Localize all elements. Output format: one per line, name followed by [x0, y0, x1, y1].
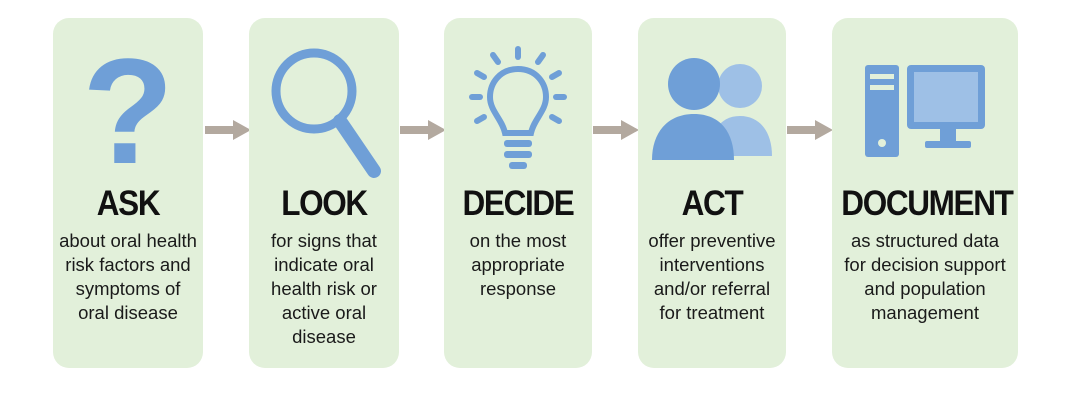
step-title: DOCUMENT	[841, 184, 1014, 223]
arrow-icon	[205, 120, 251, 140]
computer-icon	[865, 64, 985, 157]
svg-text:?: ?	[88, 51, 168, 171]
step-description: about oral health risk factors and sympt…	[59, 230, 197, 323]
icon-container	[832, 38, 1018, 183]
step-look: LOOK for signs that indicate oral health…	[249, 18, 399, 368]
step-ask: ? ASK about oral health risk factors and…	[53, 18, 203, 368]
icon-container	[638, 38, 786, 183]
step-decide: DECIDE on the most appropriate response	[444, 18, 592, 368]
icon-container	[444, 38, 592, 183]
step-document: DOCUMENT as structured data for decision…	[832, 18, 1018, 368]
magnifying-glass-icon	[271, 48, 381, 178]
arrow-icon	[400, 120, 446, 140]
lightbulb-icon	[469, 45, 567, 169]
icon-container	[249, 38, 399, 183]
step-title: ASK	[96, 184, 161, 223]
step-title: ACT	[681, 184, 744, 223]
step-title: LOOK	[281, 184, 368, 223]
step-description: offer preventive interventions and/or re…	[648, 230, 776, 323]
arrow-icon	[787, 120, 833, 140]
step-act: ACT offer preventive interventions and/o…	[638, 18, 786, 368]
icon-container: ?	[53, 38, 203, 183]
step-description: as structured data for decision support …	[844, 230, 1006, 323]
step-description: on the most appropriate response	[469, 230, 567, 299]
question-mark-icon: ?	[88, 51, 168, 171]
step-description: for signs that indicate oral health risk…	[271, 230, 377, 347]
step-title: DECIDE	[462, 184, 575, 223]
arrow-icon	[593, 120, 639, 140]
people-icon	[652, 57, 772, 160]
